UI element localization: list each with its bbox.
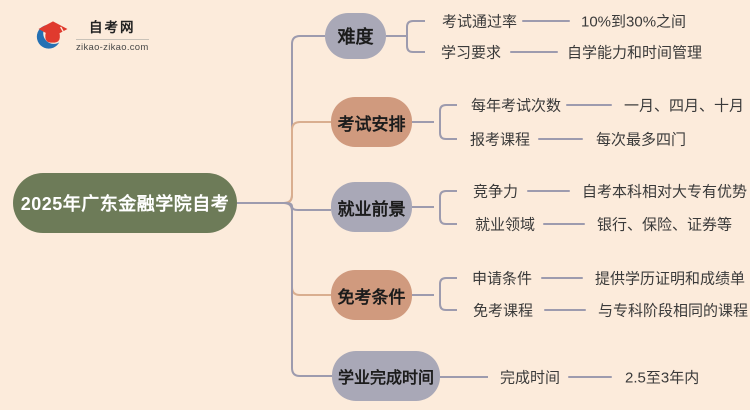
child-label-courses-per-sitting: 报考课程	[470, 131, 531, 149]
child-value-competitiveness: 自考本科相对大专有优势	[582, 183, 748, 201]
connector-branch-exemption	[237, 202, 331, 296]
connector-branch-employment	[237, 202, 331, 211]
bracket-exemption	[439, 277, 457, 311]
child-value-exams-per-year: 一月、四月、十月	[624, 97, 745, 115]
site-name: 自考网	[76, 16, 149, 40]
line-courses-per-sitting	[538, 138, 583, 140]
branch-node-exemption: 免考条件	[331, 270, 412, 320]
child-label-completion-time: 完成时间	[500, 369, 561, 387]
line-exempt-courses	[544, 309, 586, 311]
connector-branch-difficulty	[237, 35, 325, 204]
child-label-competitiveness: 竞争力	[473, 183, 519, 201]
child-label-employment-fields: 就业领域	[475, 216, 536, 234]
child-value-courses-per-sitting: 每次最多四门	[596, 131, 687, 149]
child-value-study-requirements: 自学能力和时间管理	[567, 44, 703, 62]
branch-node-employment: 就业前景	[331, 182, 412, 232]
line-study-requirements	[510, 51, 558, 53]
connector-branch-completion-time	[237, 202, 332, 377]
child-value-pass-rate: 10%到30%之间	[581, 13, 687, 31]
branch-node-exam-schedule: 考试安排	[331, 97, 412, 147]
child-value-completion-time: 2.5至3年内	[625, 369, 700, 387]
site-logo-text: 自考网 zikao-zikao.com	[76, 16, 149, 53]
line-competitiveness	[527, 190, 570, 192]
site-url: zikao-zikao.com	[76, 42, 149, 53]
line-employment-fields	[543, 223, 585, 225]
branch-node-completion-time: 学业完成时间	[332, 351, 440, 401]
branch-node-difficulty: 难度	[325, 13, 386, 59]
child-label-application-requirements: 申请条件	[472, 270, 533, 288]
connector-branch-exam-schedule	[237, 121, 331, 204]
child-value-exempt-courses: 与专科阶段相同的课程	[598, 302, 749, 320]
child-label-pass-rate: 考试通过率	[442, 13, 518, 31]
child-value-application-requirements: 提供学历证明和成绩单	[595, 270, 746, 288]
line-exams-per-year	[566, 104, 612, 106]
graduation-cap-icon	[36, 20, 68, 49]
child-label-exempt-courses: 免考课程	[473, 302, 534, 320]
child-label-study-requirements: 学习要求	[441, 44, 502, 62]
child-value-employment-fields: 银行、保险、证券等	[597, 216, 733, 234]
site-logo: 自考网 zikao-zikao.com	[36, 16, 149, 53]
bracket-exam-schedule	[439, 104, 457, 140]
child-label-exams-per-year: 每年考试次数	[471, 97, 562, 115]
line-pass-rate	[522, 20, 570, 22]
line-application-requirements	[541, 277, 583, 279]
bracket-employment	[439, 190, 457, 225]
root-node: 2025年广东金融学院自考	[13, 173, 237, 233]
bracket-difficulty	[406, 20, 425, 53]
line-completion-time	[568, 376, 612, 378]
